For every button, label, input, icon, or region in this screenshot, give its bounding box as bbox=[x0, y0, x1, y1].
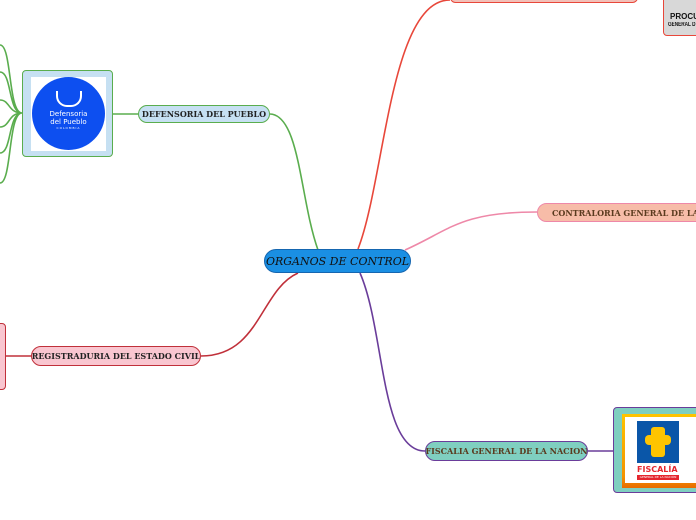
registraduria-image[interactable] bbox=[0, 323, 6, 390]
logo-text: GENERAL DE LA NACIÓN bbox=[637, 475, 679, 480]
logo-text: COLOMBIA bbox=[56, 126, 81, 130]
logo-text: FISCALÍA bbox=[637, 465, 678, 474]
logo-text: PROCU bbox=[670, 12, 696, 21]
link-registraduria bbox=[200, 272, 299, 357]
link-procuraduria bbox=[357, 0, 451, 250]
logo-text: GENERAL D bbox=[668, 22, 696, 28]
topic-procuraduria[interactable] bbox=[450, 0, 638, 3]
hands-icon bbox=[55, 91, 82, 107]
link-contraloria bbox=[404, 211, 538, 251]
logo-text: Defensoria bbox=[49, 110, 88, 118]
central-topic[interactable]: ORGANOS DE CONTROL bbox=[264, 249, 411, 273]
topic-fiscalia[interactable]: FISCALIA GENERAL DE LA NACION bbox=[425, 441, 588, 461]
topic-contraloria[interactable]: CONTRALORIA GENERAL DE LA REPU bbox=[537, 203, 696, 222]
topic-registraduria[interactable]: REGISTRADURIA DEL ESTADO CIVIL bbox=[31, 346, 201, 366]
link-fiscalia bbox=[359, 272, 426, 452]
topic-defensoria[interactable]: DEFENSORIA DEL PUEBLO bbox=[138, 105, 270, 123]
fiscalia-logo-image[interactable]: FISCALÍA GENERAL DE LA NACIÓN bbox=[613, 407, 696, 493]
puzzle-icon bbox=[637, 421, 679, 463]
link-defensoria bbox=[269, 113, 319, 251]
logo-text: del Pueblo bbox=[50, 118, 87, 126]
link-defensoria-children bbox=[0, 44, 23, 184]
defensoria-logo: Defensoria del Pueblo COLOMBIA bbox=[32, 77, 105, 150]
defensoria-logo-image[interactable]: Defensoria del Pueblo COLOMBIA bbox=[22, 70, 113, 157]
procuraduria-logo-image[interactable]: PROCU GENERAL D bbox=[663, 0, 696, 36]
